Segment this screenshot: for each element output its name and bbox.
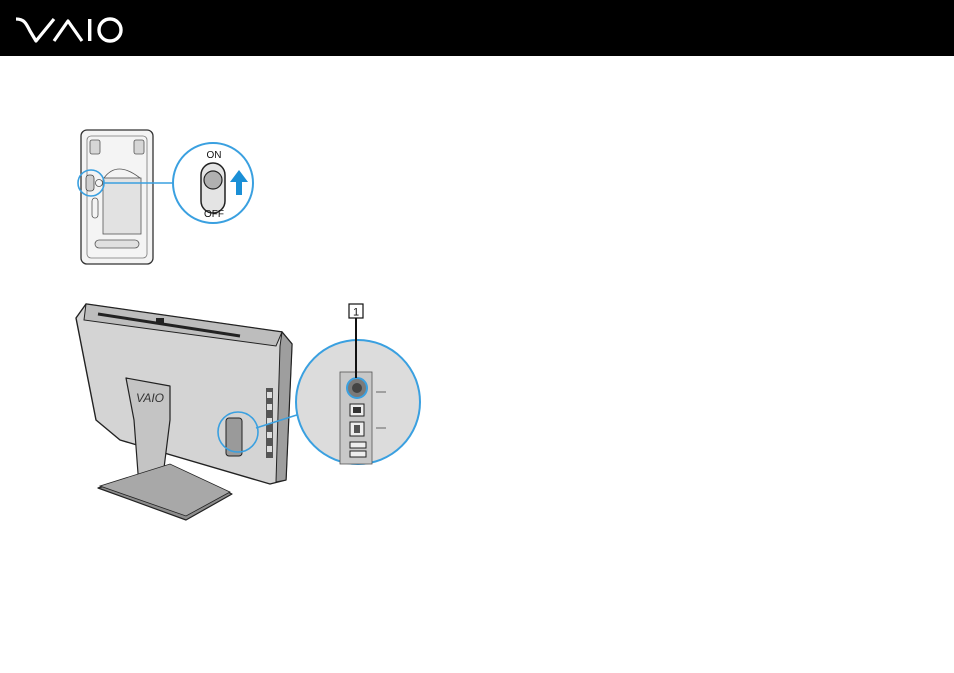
device-underside xyxy=(78,130,153,264)
callout-number-1: 1 xyxy=(353,307,359,319)
switch-knob xyxy=(204,171,222,189)
pc-rear-view: VAIO xyxy=(76,304,292,520)
switch-off-label: OFF xyxy=(204,209,224,220)
rear-logo: VAIO xyxy=(136,391,164,405)
ports-zoom-callout xyxy=(296,340,420,464)
switch-zoom-callout: ON OFF xyxy=(173,143,253,223)
switch-on-label: ON xyxy=(207,150,222,161)
